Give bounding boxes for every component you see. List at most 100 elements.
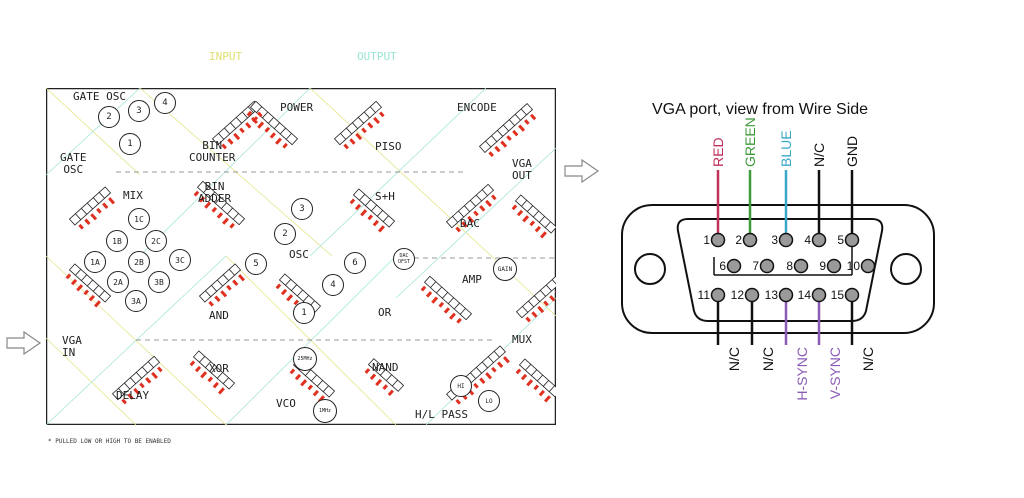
pin-6-number: 6 (719, 259, 726, 273)
label-and: AND (209, 309, 229, 322)
pin-annotation-7 (349, 198, 385, 233)
pin-label-top-4: N/C (811, 142, 827, 167)
module-board: GATE OSC GATE OSC POWER ENCODE BIN COUNT… (46, 88, 556, 425)
pin-annotation-13 (420, 285, 462, 324)
pin-header-5 (68, 186, 112, 226)
pin-annotation-11 (208, 274, 245, 307)
knob-osc-3: 3 (291, 198, 313, 220)
pin-9-number: 9 (819, 259, 826, 273)
knob-mix-2c: 2C (145, 230, 167, 252)
knob-osc-6: 6 (344, 252, 366, 274)
pin-header-8 (445, 183, 495, 229)
pin-annotation-16 (189, 360, 225, 395)
knob-gain: GAIN (493, 257, 517, 281)
label-amp: AMP (462, 273, 482, 286)
pin-label-bottom-13: H-SYNC (794, 347, 810, 401)
pin-3 (778, 232, 794, 248)
pin-annotation-4 (488, 113, 537, 157)
pin-14 (811, 287, 827, 303)
knob-osc-2: 2 (274, 223, 296, 245)
mount-hole-right-icon (890, 253, 922, 285)
knob-mix-1c: 1C (128, 208, 150, 230)
knob-osc-5: 5 (245, 253, 267, 275)
label-mix: MIX (123, 189, 143, 202)
label-osc: OSC (289, 248, 309, 261)
pin-8 (793, 258, 809, 274)
pin-header-14 (515, 273, 556, 319)
pin-14-number: 14 (798, 288, 812, 302)
pin-2-number: 2 (735, 233, 742, 247)
pin-2 (742, 232, 758, 248)
knob-osc-4: 4 (322, 274, 344, 296)
pin-label-top-2: GREEN (742, 117, 758, 167)
knob-mix-2b: 2B (128, 251, 150, 273)
knob-vco-25mhz: 25MHz (293, 347, 317, 371)
pin-annotation-5 (78, 197, 115, 230)
pin-annotation-20 (515, 368, 551, 403)
knob-gate-osc-2: 2 (98, 106, 120, 128)
label-gate-osc-top: GATE OSC (73, 90, 126, 103)
pin-label-top-3: BLUE (778, 130, 794, 167)
pin-11-number: 11 (698, 288, 711, 302)
knob-dac-offset: DAC OFST (393, 248, 415, 270)
knob-gate-osc-4: 4 (154, 92, 176, 114)
pin-label-bottom-15: N/C (860, 347, 876, 372)
pin-annotation-9 (511, 204, 547, 239)
output-arrow-icon (564, 158, 600, 184)
pin-header-11 (198, 263, 242, 303)
board-footnote: * PULLED LOW OR HIGH TO BE ENABLED (48, 438, 171, 445)
knob-mix-2a: 2A (107, 271, 129, 293)
pin-5-number: 5 (837, 233, 844, 247)
pin-13 (778, 287, 794, 303)
label-or: OR (378, 306, 392, 319)
pin-3-number: 3 (771, 233, 778, 247)
pin-label-top-1: RED (710, 137, 726, 167)
pin-header-9 (514, 194, 556, 234)
pin-annotation-10 (65, 273, 101, 308)
mount-hole-left-icon (634, 253, 666, 285)
knob-mix-3b: 3B (148, 271, 170, 293)
knob-mix-1b: 1B (106, 230, 128, 252)
label-bin-counter: BIN COUNTER (189, 139, 236, 164)
pin-header-13 (423, 275, 473, 321)
pin-15 (844, 287, 860, 303)
knob-mix-3c: 3C (169, 249, 191, 271)
label-encode: ENCODE (457, 101, 497, 114)
label-piso: PISO (375, 140, 402, 153)
pin-7 (759, 258, 775, 274)
pin-7-number: 7 (752, 259, 759, 273)
pin-6 (726, 258, 742, 274)
knob-lo: LO (478, 390, 500, 412)
knob-mix-1a: 1A (84, 251, 106, 273)
pin-label-bottom-14: V-SYNC (827, 347, 843, 400)
pin-header-7 (352, 188, 396, 228)
pin-5 (844, 232, 860, 248)
input-legend: INPUT (209, 50, 243, 63)
pin-12 (744, 287, 760, 303)
pin-header-10 (68, 263, 112, 303)
pin-4-number: 4 (804, 233, 811, 247)
pin-header-6 (196, 180, 246, 226)
pin-15-number: 15 (831, 288, 845, 302)
pin-8-number: 8 (786, 259, 793, 273)
knob-osc-1: 1 (293, 302, 315, 324)
knob-gate-osc-1: 1 (119, 133, 141, 155)
pin-label-bottom-11: N/C (726, 347, 742, 372)
label-gate-osc-left: GATE OSC (60, 151, 87, 176)
pin-annotation-3 (343, 111, 385, 150)
pin-annotation-8 (455, 194, 497, 233)
pin-annotation-6 (193, 190, 235, 229)
pin-header-2 (249, 100, 299, 146)
label-mux: MUX (512, 333, 532, 346)
label-bin-adder: BIN ADDER (198, 180, 232, 205)
pin-annotation-2 (246, 110, 288, 149)
label-dac: DAC (460, 217, 480, 230)
pin-4 (811, 232, 827, 248)
label-vga-out: VGA OUT (512, 157, 532, 182)
pin-12-number: 12 (731, 288, 745, 302)
pin-9 (826, 258, 842, 274)
pin-header-4 (478, 103, 534, 153)
vga-title: VGA port, view from Wire Side (652, 101, 869, 118)
output-legend: OUTPUT (357, 50, 397, 63)
